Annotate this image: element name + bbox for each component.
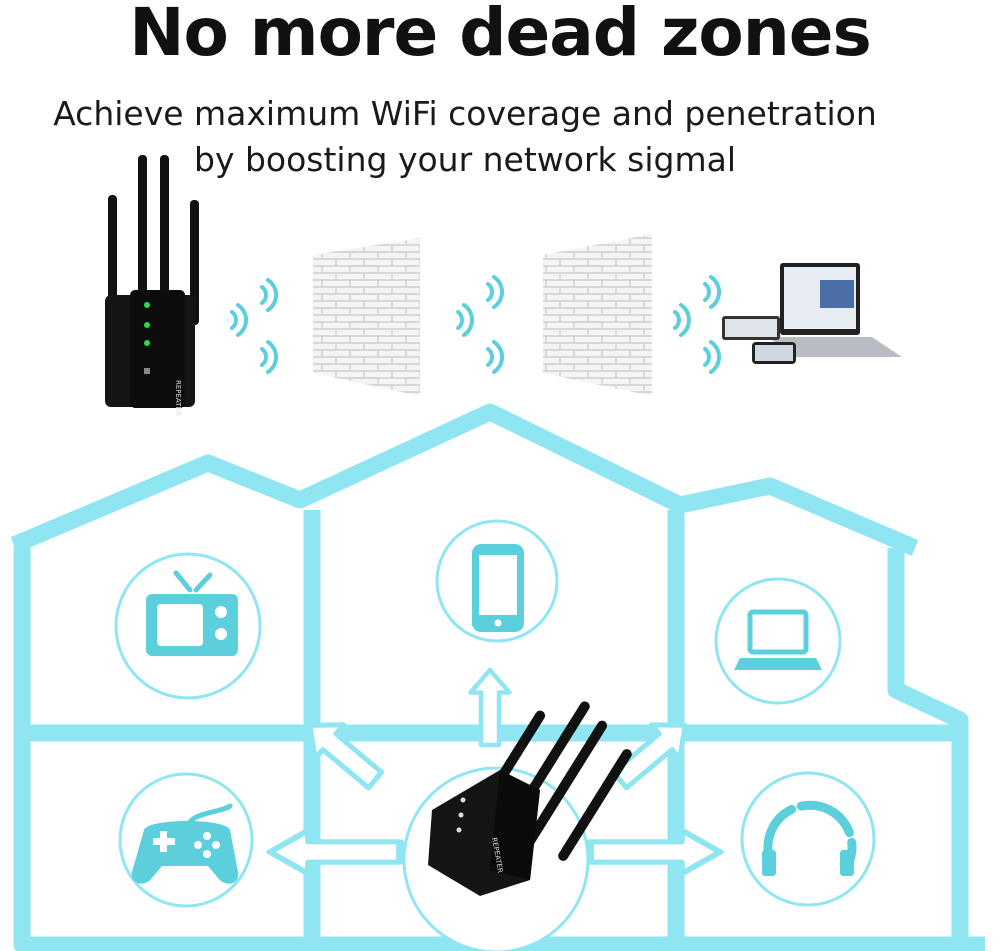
headphones-icon <box>740 771 876 907</box>
smartphone-icon <box>435 519 559 643</box>
wifi-signal-icon <box>673 275 722 374</box>
laptop-icon <box>714 577 842 705</box>
wifi-signal-icon <box>230 278 279 374</box>
wifi-signal-icon <box>456 275 505 374</box>
tv-icon <box>114 552 262 700</box>
headline: No more dead zones <box>129 0 872 71</box>
brick-wall-icon <box>313 238 420 396</box>
subtitle-line-1: Achieve maximum WiFi coverage and penetr… <box>53 94 877 133</box>
repeater-device-top: REPEATER <box>105 155 199 416</box>
device-label-top: REPEATER <box>174 380 182 416</box>
subtitle-line-2: by boosting your network sigmal <box>194 140 736 179</box>
repeater-device-center: REPEATER <box>402 701 632 951</box>
gamepad-icon <box>118 772 254 908</box>
laptop-tablet-phone <box>722 263 902 364</box>
brick-wall-icon <box>543 234 652 396</box>
